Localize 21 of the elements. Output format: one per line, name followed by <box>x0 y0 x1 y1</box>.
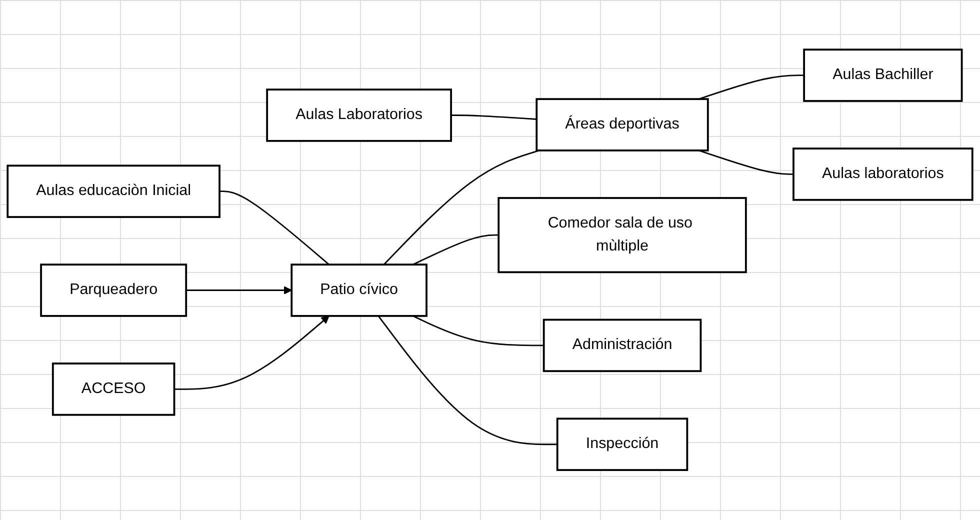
node-box: Aulas Bachiller <box>803 48 963 102</box>
node-box: Aulas educaciòn Inicial <box>6 164 220 218</box>
arrow <box>186 286 292 295</box>
connector <box>383 150 540 266</box>
node-box: Inspección <box>556 418 688 472</box>
node-box: Aulas laboratorios <box>792 148 974 202</box>
connector <box>698 74 804 100</box>
connector <box>451 114 537 120</box>
node-box: ACCESO <box>52 362 176 416</box>
connector <box>220 190 330 266</box>
node-box: Comedor sala de uso mùltiple <box>498 197 747 274</box>
connector <box>698 150 794 176</box>
node-box: Parqueadero <box>40 264 188 318</box>
node-box: Áreas deportivas <box>536 98 709 152</box>
connector <box>378 316 558 446</box>
connector <box>412 234 499 266</box>
node-box: Patio cívico <box>290 264 428 318</box>
node-box: Aulas Laboratorios <box>266 88 452 142</box>
arrow <box>174 316 330 390</box>
node-box: Administración <box>542 318 702 372</box>
connector <box>412 315 544 346</box>
